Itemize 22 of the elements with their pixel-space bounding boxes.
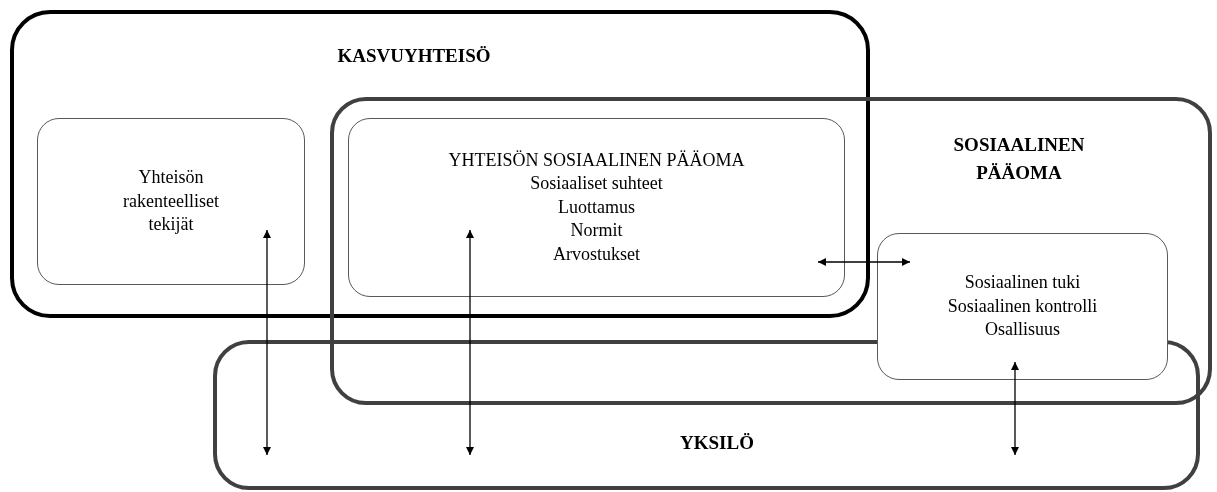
group-box: [330, 97, 1212, 405]
group-heading: YKSILÖ: [679, 431, 755, 455]
content-box: [37, 118, 305, 285]
content-box: [348, 118, 845, 297]
box-text: Arvostukset: [553, 242, 640, 266]
box-heading: YHTEISÖN SOSIAALINEN PÄÄOMA: [448, 149, 745, 172]
double-arrow: [466, 229, 474, 456]
group-heading: SOSIAALINEN PÄÄOMA: [952, 133, 1086, 185]
box-text: Normit: [570, 219, 623, 243]
double-arrow: [1011, 361, 1019, 456]
group-box: [213, 340, 1200, 490]
box-text: Sosiaalinen kontrolli: [947, 294, 1098, 318]
double-arrow: [817, 258, 911, 266]
group-heading: KASVUYHTEISÖ: [336, 44, 492, 68]
box-text: Osallisuus: [985, 318, 1060, 342]
box-text: Sosiaalinen tuki: [964, 271, 1081, 295]
box-text: Luottamus: [558, 195, 635, 219]
group-box: [10, 10, 870, 318]
box-text: Sosiaaliset suhteet: [530, 172, 663, 196]
content-box: [877, 233, 1168, 380]
double-arrow: [263, 229, 271, 456]
box-text: Yhteisön rakenteelliset tekijät: [122, 166, 220, 237]
